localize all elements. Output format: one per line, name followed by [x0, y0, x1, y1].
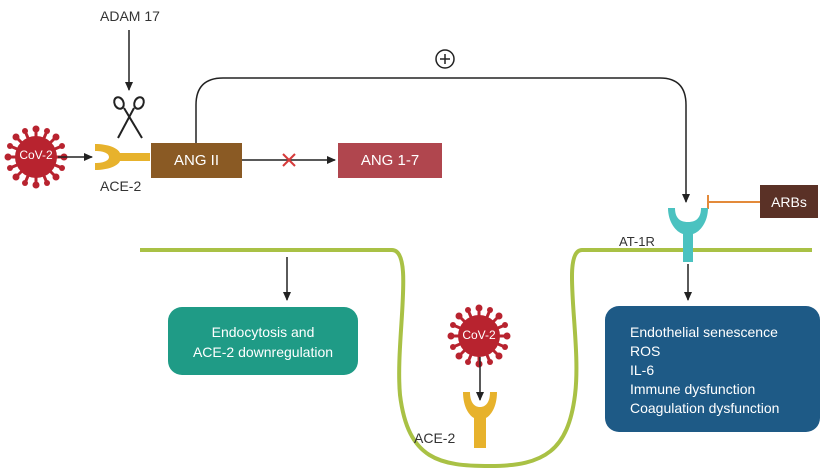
scissors-icon [113, 96, 145, 139]
ang17-label: ANG 1-7 [360, 152, 420, 169]
cov2-center-label: CoV-2 [462, 328, 496, 342]
effects-box: Endothelial senescence ROS IL-6 Immune d… [605, 306, 820, 432]
ang2-to-at1r-arrow [195, 77, 690, 203]
at1r-label: AT-1R [619, 234, 655, 249]
plus-icon [435, 49, 455, 69]
virus-icon-left [4, 125, 68, 189]
ace2-receptor-center [463, 392, 497, 448]
effect-item-4: Immune dysfunction [630, 381, 756, 397]
effect-item-3: IL-6 [630, 362, 655, 378]
arbs-box: ARBs [760, 185, 818, 218]
at1r-receptor [668, 208, 708, 262]
blocked-x-icon [282, 153, 296, 167]
ace2-left-label: ACE-2 [100, 178, 142, 194]
virus-icon-center [447, 304, 511, 368]
ang17-box: ANG 1-7 [338, 143, 442, 178]
ace2-receptor-left [95, 144, 150, 170]
ace2-center-label: ACE-2 [414, 430, 456, 446]
cov2-left-label: CoV-2 [19, 148, 53, 162]
endocytosis-line-1: Endocytosis and [211, 324, 315, 340]
effect-item-5: Coagulation dysfunction [630, 400, 780, 416]
ang2-label: ANG II [173, 152, 219, 169]
cell-membrane [140, 248, 812, 469]
effect-item-1: Endothelial senescence [630, 324, 778, 340]
ang2-box: ANG II [151, 143, 242, 178]
effect-item-2: ROS [630, 343, 661, 359]
endocytosis-line-2: ACE-2 downregulation [192, 344, 334, 360]
adam17-label: ADAM 17 [100, 8, 160, 24]
arbs-label: ARBs [771, 193, 807, 210]
endocytosis-box: Endocytosis and ACE-2 downregulation [168, 307, 358, 375]
